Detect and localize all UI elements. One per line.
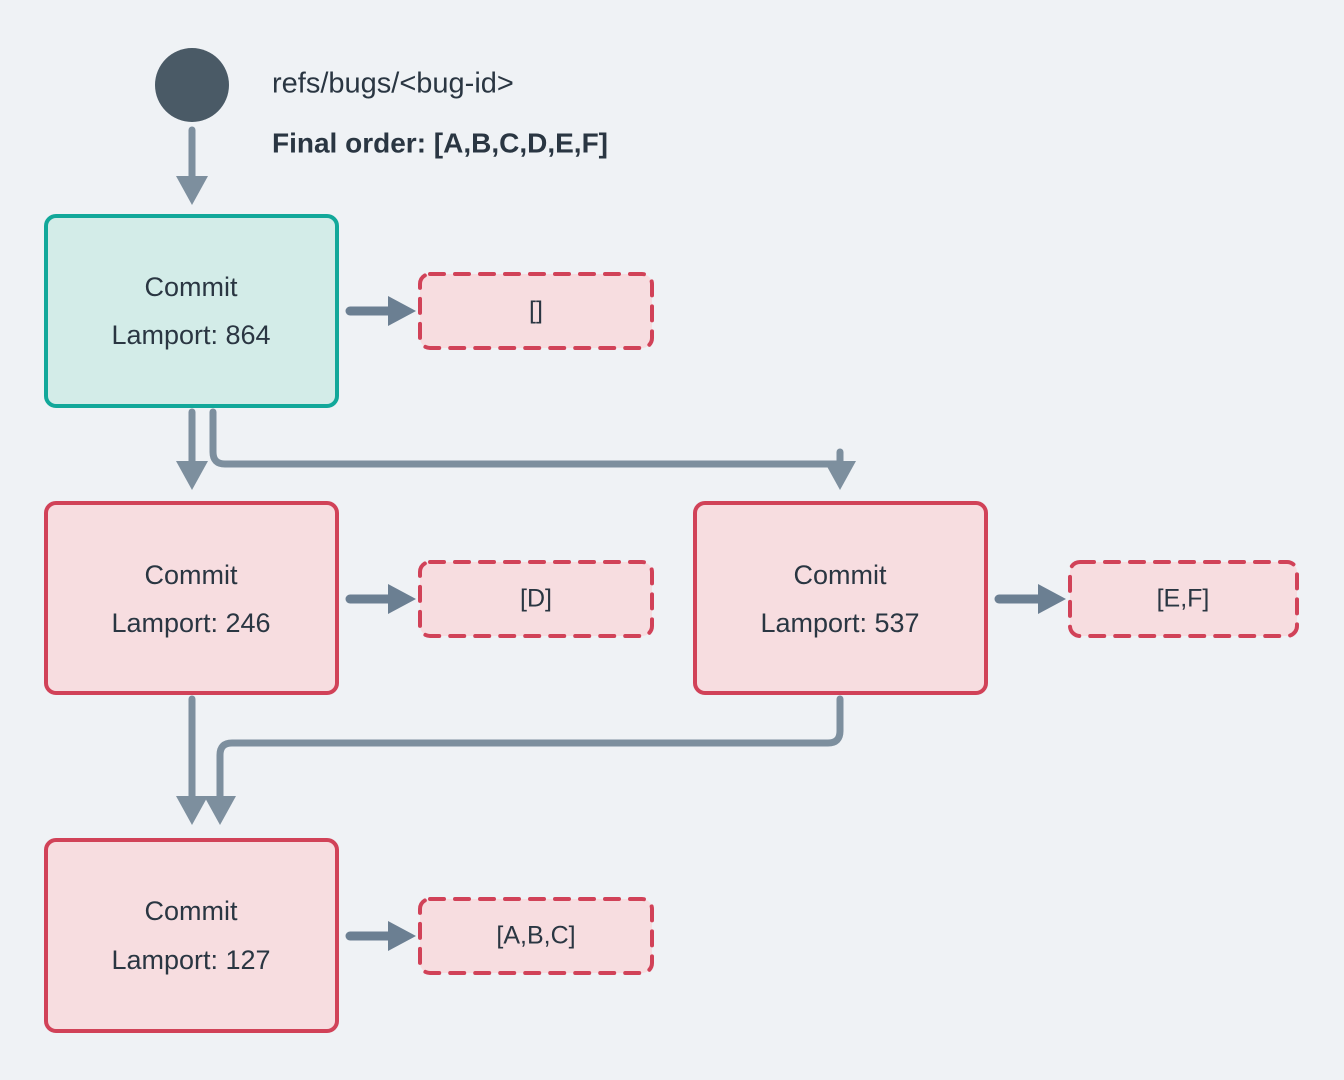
- commit-node-246-title: Commit: [145, 560, 238, 590]
- edge-commit-864-to-queue: [345, 296, 416, 326]
- final-order-label: Final order: [A,B,C,D,E,F]: [272, 127, 608, 158]
- commit-node-864-title: Commit: [145, 272, 238, 302]
- edge-commit-246-to-queue: [345, 584, 416, 614]
- edge-commit-864-to-commit-537: [209, 408, 856, 490]
- root-dot[interactable]: [155, 48, 229, 122]
- commit-node-864[interactable]: [44, 214, 339, 408]
- queue-node-864[interactable]: [418, 272, 654, 350]
- commit-node-246-lamport: Lamport: 246: [111, 608, 270, 638]
- edge-commit-864-to-commit-246: [176, 408, 208, 490]
- commit-node-246[interactable]: [44, 501, 339, 695]
- commit-node-127-title: Commit: [145, 896, 238, 926]
- edge-commit-246-to-commit-127: [176, 695, 208, 825]
- queue-node-127-label: [A,B,C]: [496, 922, 575, 950]
- queue-node-537-label: [E,F]: [1157, 585, 1210, 613]
- commit-node-537-title: Commit: [794, 560, 887, 590]
- edge-commit-537-to-commit-127: [204, 695, 844, 825]
- edge-commit-537-to-queue: [994, 584, 1066, 614]
- queue-node-246-label: [D]: [520, 585, 552, 613]
- edge-root-to-commit-864: [176, 126, 208, 205]
- ref-title: refs/bugs/<bug-id>: [272, 68, 514, 100]
- edge-commit-127-to-queue: [345, 921, 416, 951]
- commit-node-127-lamport: Lamport: 127: [111, 945, 270, 975]
- commit-node-864-lamport: Lamport: 864: [111, 320, 270, 350]
- queue-node-864-label: []: [529, 297, 543, 325]
- queue-node-537[interactable]: [1068, 560, 1299, 638]
- queue-node-127[interactable]: [418, 897, 654, 975]
- commit-node-127[interactable]: [44, 838, 339, 1033]
- commit-node-537[interactable]: [693, 501, 988, 695]
- queue-node-246[interactable]: [418, 560, 654, 638]
- commit-node-537-lamport: Lamport: 537: [760, 608, 919, 638]
